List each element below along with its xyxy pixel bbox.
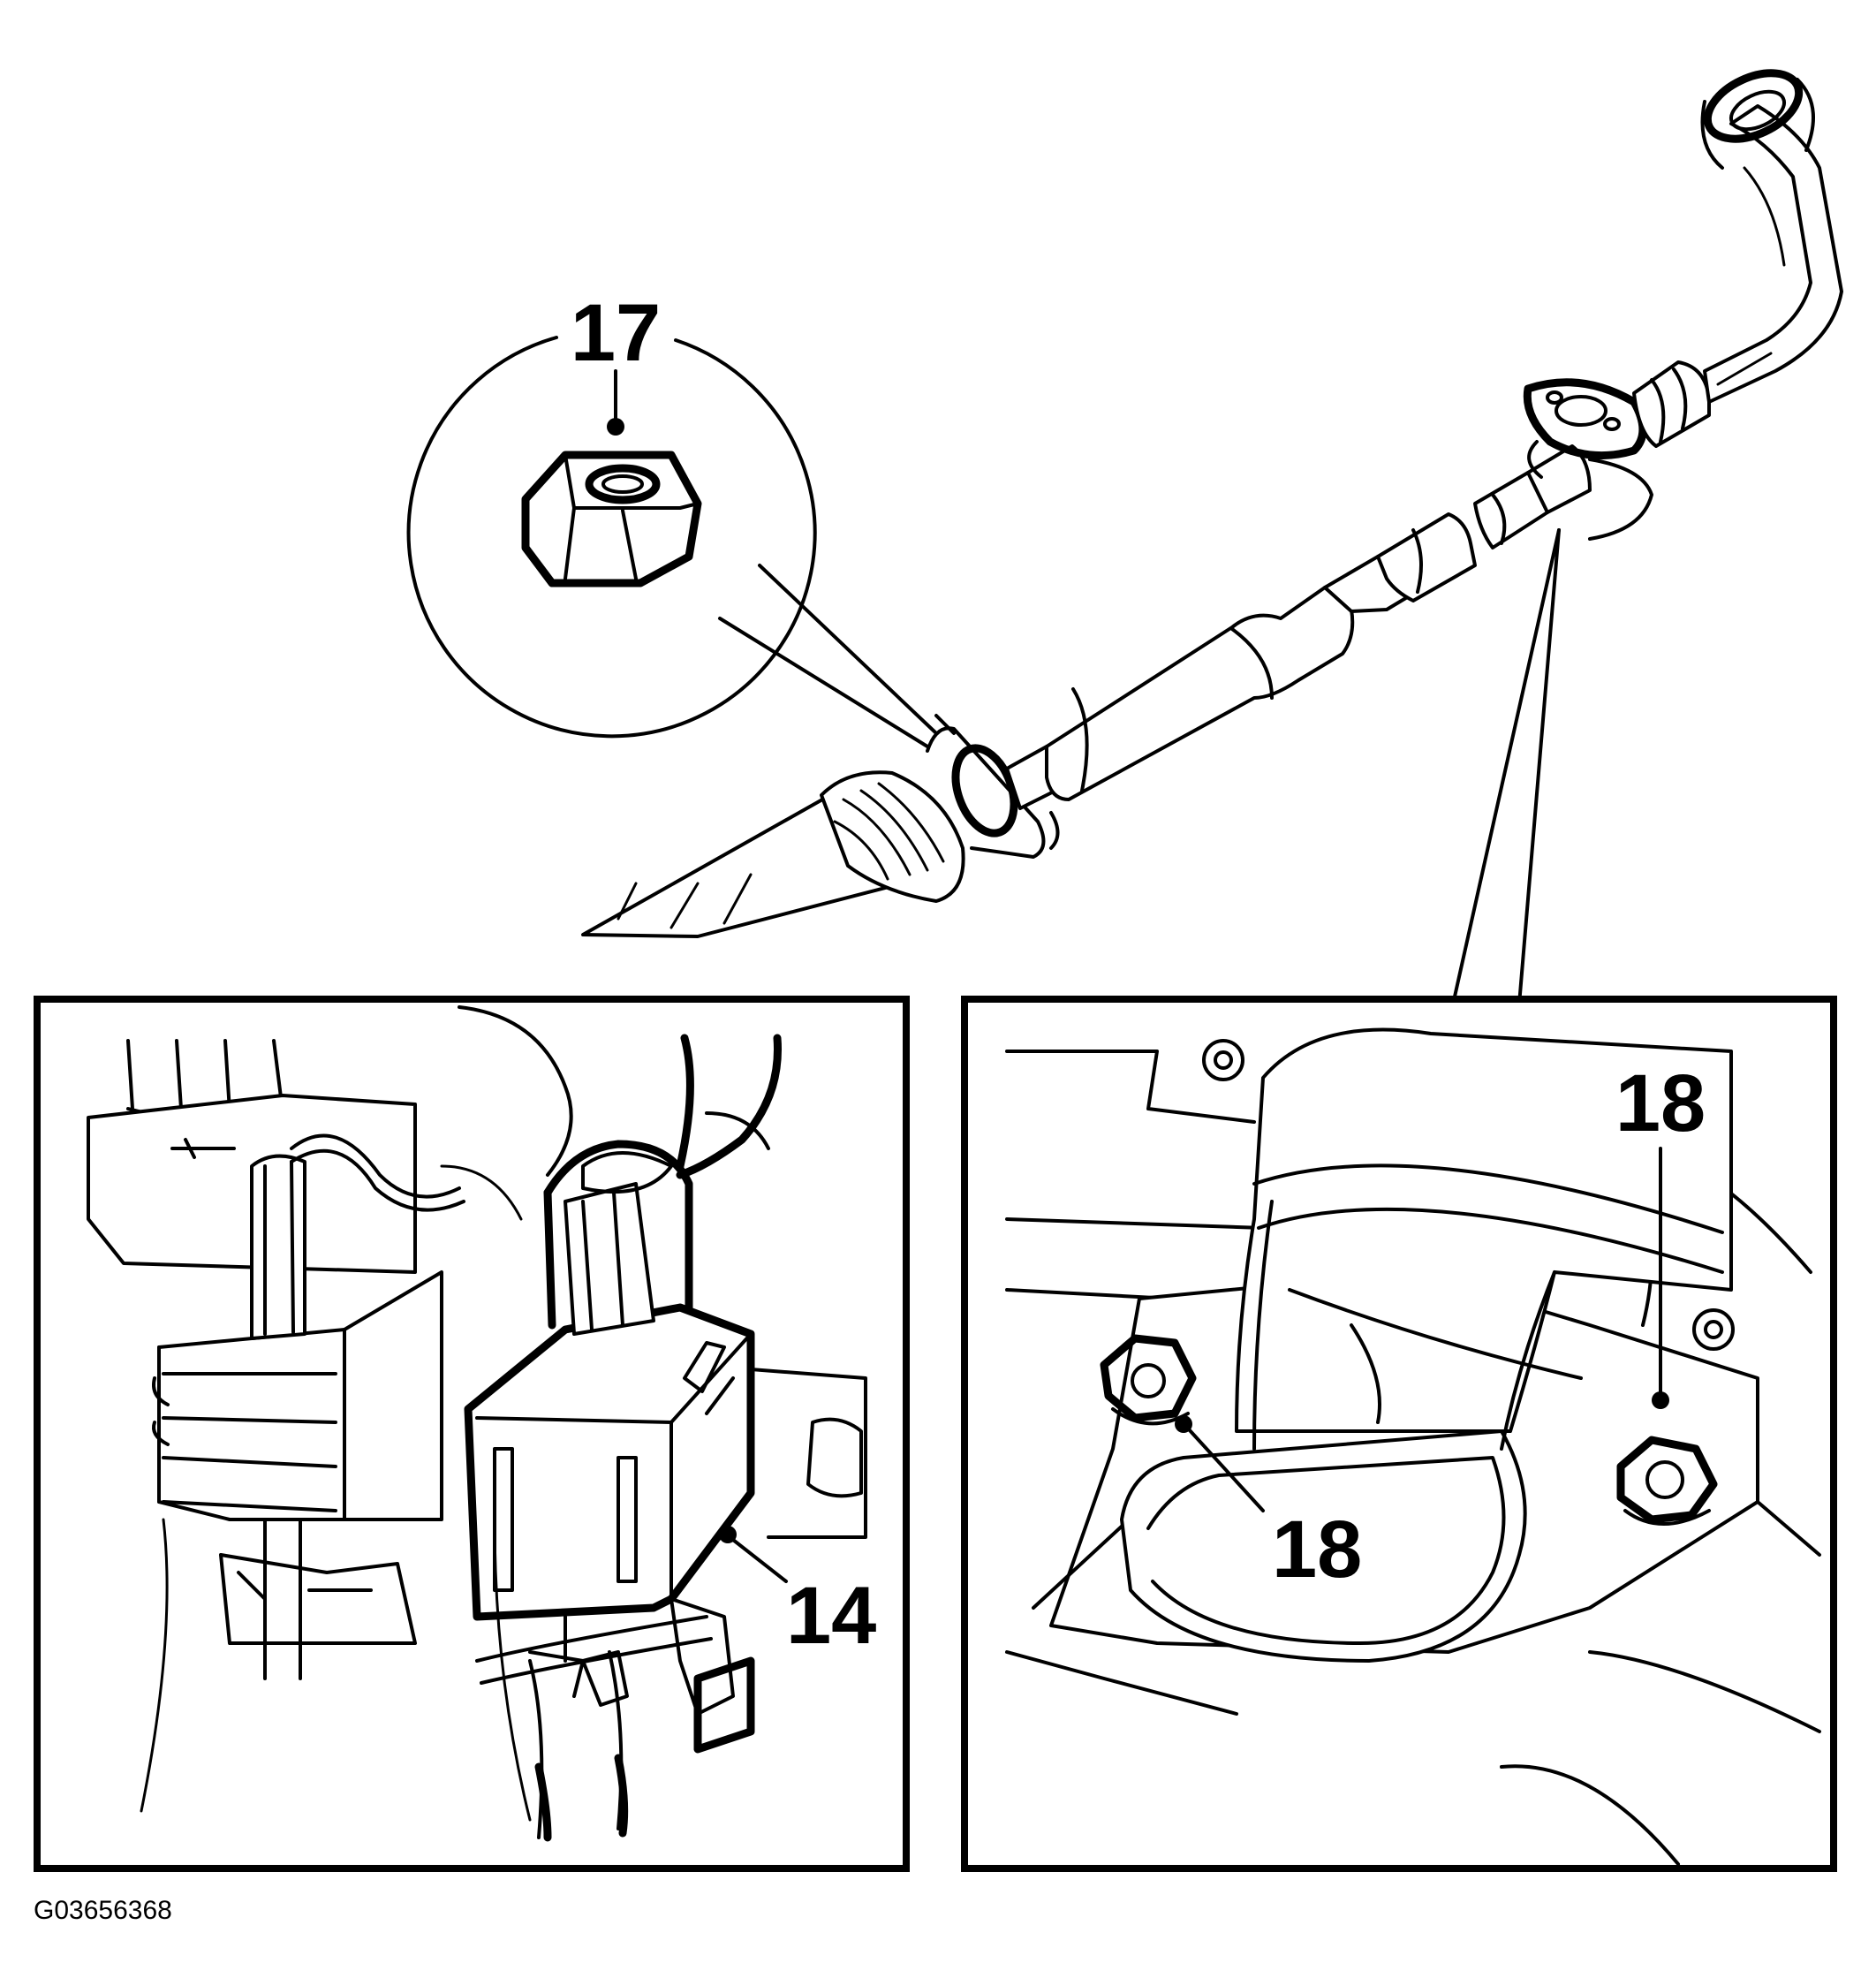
nut-detail: 17 [406,288,938,748]
callout-18-left: 18 [1272,1504,1362,1595]
exhaust-pipe-assembly [581,69,1843,938]
leader-dot-18-right [1652,1391,1669,1409]
figure-id: G03656368 [34,1896,172,1925]
leader-dot-17 [607,418,624,436]
callout-18-right: 18 [1615,1058,1706,1148]
callout-17: 17 [571,288,661,378]
connector-detail: 14 [34,996,910,1872]
flange-detail: 18 18 [961,996,1837,1872]
callout-14: 14 [786,1571,876,1661]
detail-leader-right [1451,528,1561,1006]
